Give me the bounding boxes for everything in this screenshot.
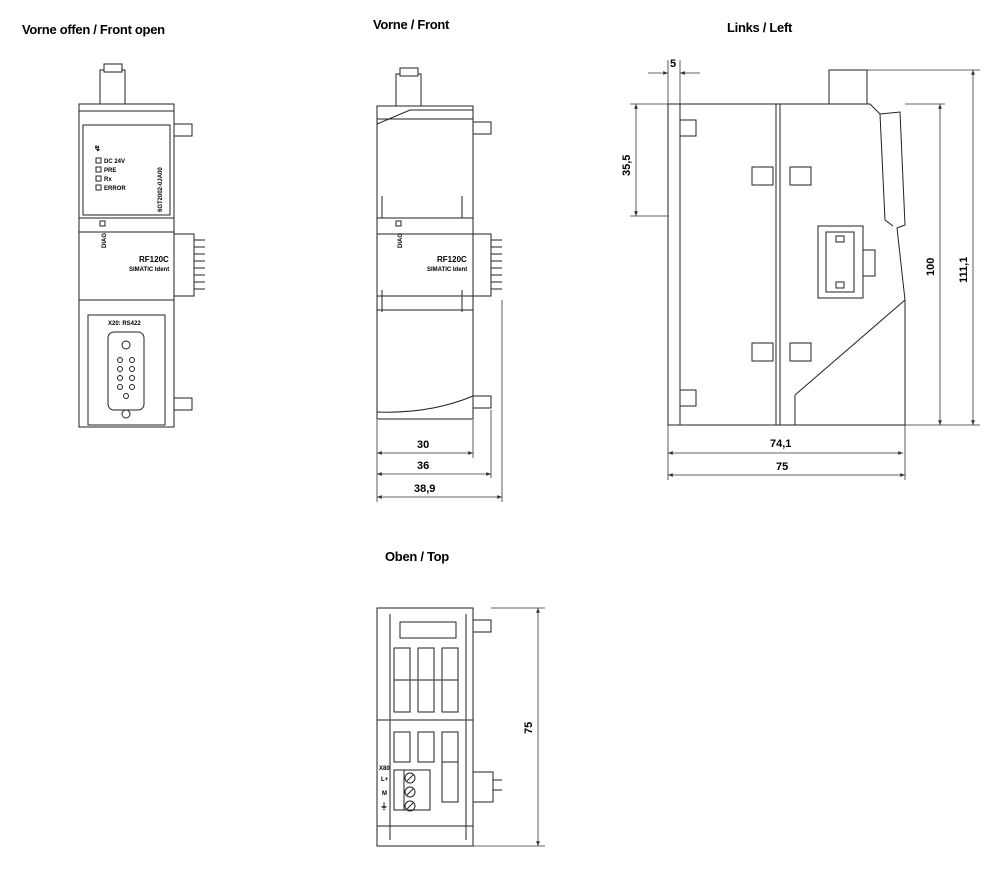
brand-label: SIMATIC Ident bbox=[129, 267, 169, 273]
part-number-label: 6GT2002-0JA00 bbox=[158, 167, 164, 212]
dim-35-5: 35,5 bbox=[621, 155, 633, 176]
front-open-view: ↯ DC 24V PRE Rx ERROR 6GT2002-0JA00 DIAG… bbox=[78, 63, 205, 428]
led-dc24v-label: DC 24V bbox=[104, 159, 125, 165]
port-label: X20: RS422 bbox=[108, 321, 141, 327]
side-pins bbox=[194, 239, 205, 290]
dim-100: 100 bbox=[925, 258, 937, 276]
dim-30: 30 bbox=[417, 439, 429, 451]
ground-label: ⏚ bbox=[380, 802, 388, 811]
led-error-label: ERROR bbox=[104, 186, 126, 192]
front-brand-label: SIMATIC Ident bbox=[427, 267, 467, 273]
dim-74-1: 74,1 bbox=[770, 438, 791, 450]
power-symbol: ↯ bbox=[94, 144, 101, 153]
subd-pins bbox=[117, 357, 135, 399]
dim-111-1: 111,1 bbox=[958, 257, 970, 283]
top-view: X80 L+ M ⏚ 75 bbox=[376, 607, 545, 847]
l-plus-label: L+ bbox=[381, 777, 389, 783]
left-view: 5 35,5 100 111,1 74,1 75 bbox=[621, 58, 980, 480]
dim-75: 75 bbox=[776, 461, 788, 473]
dim-38-9: 38,9 bbox=[414, 483, 435, 495]
title-top: Oben / Top bbox=[385, 549, 449, 564]
dim-5: 5 bbox=[670, 58, 676, 70]
front-model-label: RF120C bbox=[437, 255, 467, 264]
title-left: Links / Left bbox=[727, 20, 793, 35]
title-front-open: Vorne offen / Front open bbox=[22, 22, 165, 37]
led-pre-label: PRE bbox=[104, 168, 116, 174]
front-side-pins bbox=[491, 239, 502, 290]
dim-36: 36 bbox=[417, 460, 429, 472]
diag-label: DIAG bbox=[102, 233, 108, 248]
m-label: M bbox=[382, 791, 387, 797]
front-diag-label: DIAG bbox=[398, 233, 404, 248]
dim-top-75: 75 bbox=[523, 722, 535, 734]
x80-label: X80 bbox=[379, 766, 390, 772]
led-rx-label: Rx bbox=[104, 177, 112, 183]
model-label: RF120C bbox=[139, 255, 169, 264]
front-view: DIAG RF120C SIMATIC Ident 30 36 38,9 bbox=[376, 67, 503, 502]
title-front: Vorne / Front bbox=[373, 17, 450, 32]
